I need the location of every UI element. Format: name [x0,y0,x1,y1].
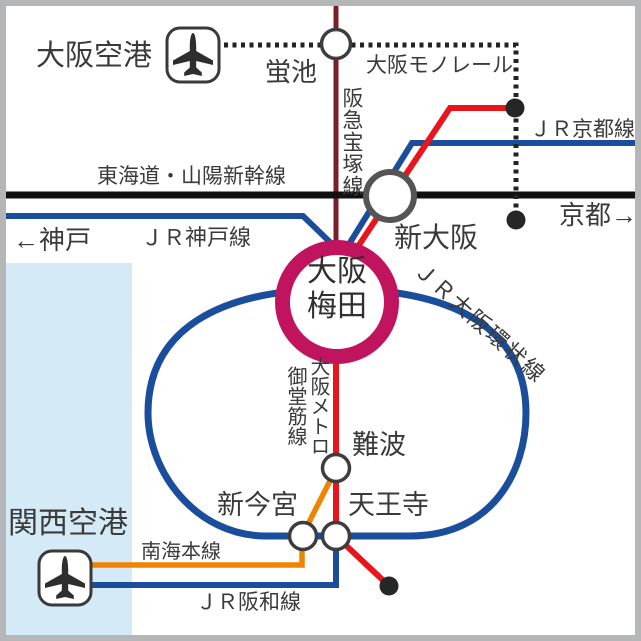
direction-kobe-label: ←神戸 [13,225,92,255]
jr-kyoto-line [343,140,641,251]
kansai-airport-airplane-icon [37,549,93,607]
jr-osaka-loop-line [144,285,530,540]
station-shin-imamiya-label: 新今宮 [217,490,298,520]
station-tennoji-label: 天王寺 [348,490,429,520]
umeda-label-line1: 大阪 [307,255,367,288]
monorail-terminal-dot [506,210,526,230]
metro-midosuji-label-col2: 御堂筋線 [284,366,306,446]
jr-hanwa-line [92,537,339,588]
osaka-airport-label: 大阪空港 [36,40,153,72]
station-hotarugaike-marker [319,27,353,61]
monorail-line-label: 大阪モノレール [366,54,513,77]
hankyu-takarazuka-label: 阪急宝塚線 [340,87,363,197]
osaka-airport-airplane-icon [165,26,221,84]
station-osaka-umeda-label: 大阪 梅田 [277,254,397,324]
station-tennoji-marker [320,520,352,552]
station-namba-label: 難波 [352,430,406,460]
direction-kyoto-label: 京都→ [559,200,638,230]
umeda-label-line2: 梅田 [307,290,367,323]
shinkansen-label: 東海道・山陽新幹線 [97,165,286,188]
station-shin-imamiya-marker [287,520,319,552]
station-hotarugaike-label: 蛍池 [265,57,318,87]
jr-kyoto-line-label: ＪＲ京都線 [530,118,635,141]
nankai-main-line-label: 南海本線 [141,541,221,563]
jr-kobe-line-label: ＪＲ神戸線 [141,225,252,250]
jr-kobe-line [0,213,337,249]
midosuji-north-terminal-dot [505,98,525,118]
kansai-airport-label: 関西空港 [8,507,128,540]
station-namba-marker [320,452,352,484]
metro-midosuji-label-col1: 大阪メトロ [307,356,329,456]
metro-midosuji-label: 大阪メトロ 御堂筋線 [283,350,329,462]
station-shin-osaka-label: 新大阪 [394,222,479,253]
station-shin-osaka-marker [363,169,417,223]
jr-hanwa-line-label: ＪＲ阪和線 [196,591,301,614]
station-osaka-umeda-marker [275,240,399,364]
midosuji-south-terminal-dot [379,576,399,596]
